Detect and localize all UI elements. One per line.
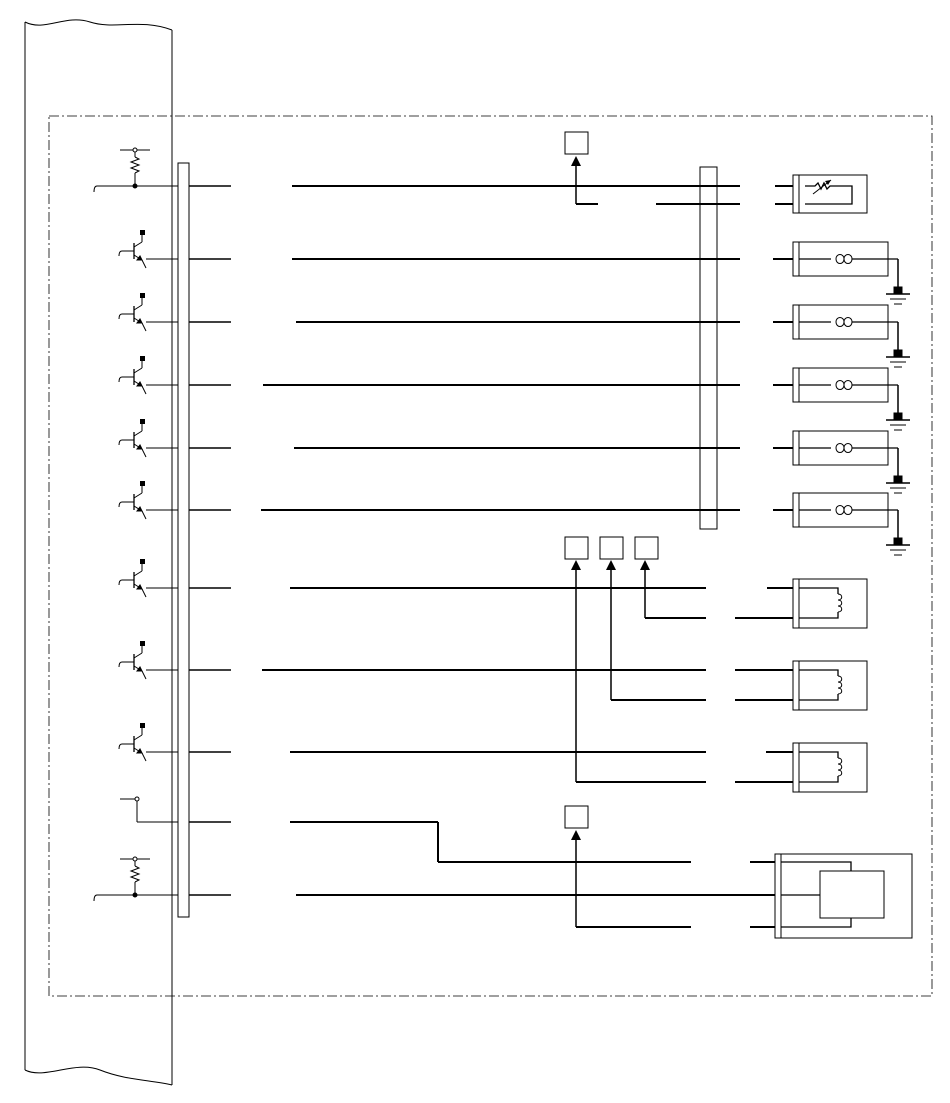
left-connector-bar [177,162,190,918]
channel-4-injector [118,355,911,431]
terminal-box-2 [564,536,589,560]
enclosure-frame [48,115,933,997]
module-inner-unit [819,870,885,919]
channel-2-injector [118,229,911,305]
terminal-box-3 [599,536,624,560]
channel-8-relay [118,560,868,711]
relay-body-2 [798,660,868,711]
sensor-body [798,174,868,214]
channel-11-input [93,805,775,928]
ecu-connector-strip [24,19,173,1086]
right-connector-bar [699,166,718,530]
channel-10-input [120,796,775,863]
channel-9-relay [118,560,868,793]
relay-body-3 [798,742,868,793]
channel-5-injector [118,418,911,494]
terminal-box-5 [564,805,589,829]
terminal-box-4 [634,536,659,560]
terminal-box-1 [564,131,589,155]
relay-body-1 [798,578,868,629]
channel-7-relay [118,558,868,629]
relay-terminal-boxes [564,536,659,560]
channel-1-sensor [93,131,868,214]
channel-3-injector [118,292,911,368]
channel-6-injector [118,480,911,556]
control-module [774,853,913,939]
